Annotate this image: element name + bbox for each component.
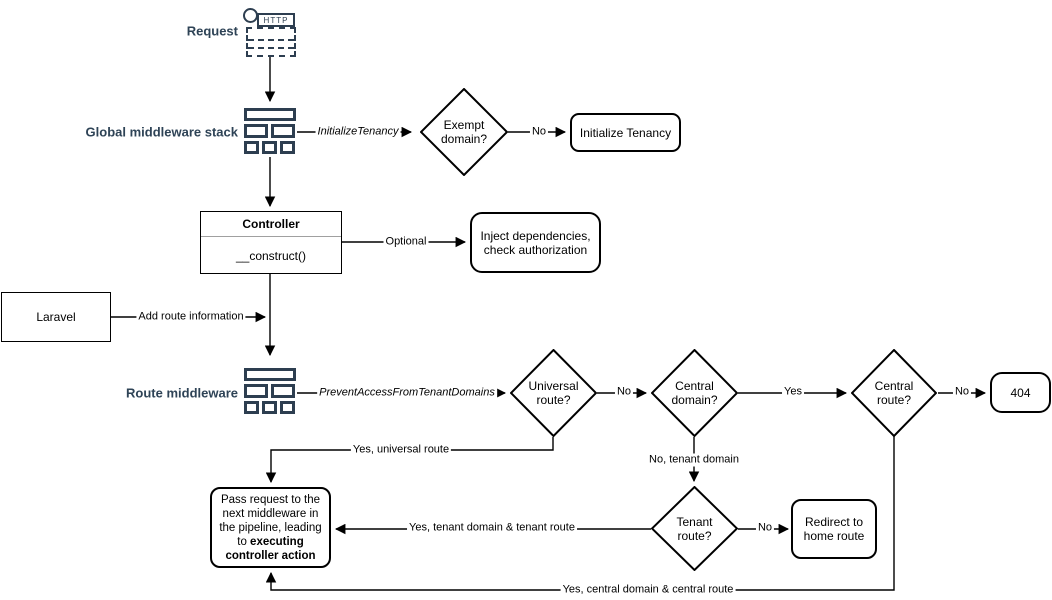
edge-label-universal-yes: Yes, universal route [350,443,452,457]
universal-route-text: Universal route? [528,379,579,407]
controller-method: __construct() [235,248,307,263]
global-middleware-stack-icon [244,108,296,154]
central-route-text: Central route? [874,379,914,407]
central-domain-decision: Central domain? [651,349,738,437]
initialize-tenancy-text: Initialize Tenancy [579,125,672,140]
redirect-home-text: Redirect to home route [803,515,865,543]
http-label: HTTP [263,15,289,25]
not-found-node: 404 [990,372,1051,413]
http-protocol-icon: HTTP [257,13,295,27]
edge-label-central-yes: Yes, central domain & central route [560,583,736,597]
edge-label-add-route-information: Add route information [136,310,246,324]
inject-dependencies-text: Inject dependencies, check authorization [480,228,591,257]
edge-label-tenant-yes: Yes, tenant domain & tenant route [407,521,577,535]
exempt-domain-text: Exempt domain? [440,118,488,146]
edge-label-universal-no: No [614,385,634,399]
exempt-domain-decision: Exempt domain? [420,88,508,176]
edge-label-optional: Optional [383,235,429,249]
inject-dependencies-node: Inject dependencies, check authorization [470,212,601,273]
edge-label-prevent-access: PreventAccessFromTenantDomains [317,386,497,400]
pass-request-node: Pass request to the next middleware in t… [210,487,331,568]
request-circle-icon [243,8,258,23]
edge-label-central-domain-yes: Yes [782,385,804,399]
laravel-node: Laravel [1,292,111,342]
initialize-tenancy-node: Initialize Tenancy [570,113,681,152]
pass-request-bold-text: executing controller action [225,535,316,562]
edge-label-tenant-route-no: No [755,521,775,535]
pass-request-text: Pass request to the next middleware in t… [219,493,322,562]
edge-label-central-route-no: No [952,385,972,399]
edge-label-tenant-domain-no: No, tenant domain [647,453,741,467]
request-body-icon [246,27,296,57]
central-domain-text: Central domain? [671,379,718,407]
global-middleware-stack-label: Global middleware stack [85,124,238,140]
laravel-text: Laravel [36,310,76,324]
edge-label-initialize-tenancy: InitializeTenancy [315,125,401,139]
route-middleware-label: Route middleware [126,385,238,401]
controller-node: Controller __construct() [200,211,342,274]
edge-label-exempt-no: No [529,125,549,139]
redirect-home-node: Redirect to home route [791,499,877,559]
central-route-decision: Central route? [851,349,937,437]
controller-title: Controller [201,212,341,237]
not-found-text: 404 [1010,385,1031,400]
route-middleware-stack-icon [244,368,296,414]
tenant-route-decision: Tenant route? [651,486,738,571]
universal-route-decision: Universal route? [510,349,597,437]
tenant-route-text: Tenant route? [676,514,713,543]
request-label: Request [186,23,238,39]
